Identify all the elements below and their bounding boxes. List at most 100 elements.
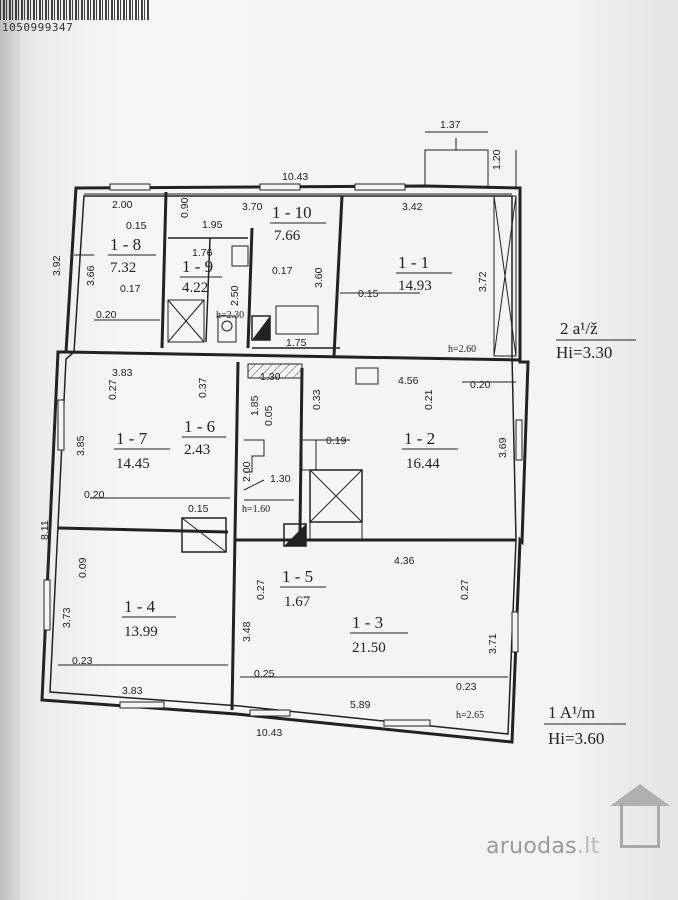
svg-text:0.25: 0.25 (254, 668, 275, 680)
svg-text:2 a¹/ž: 2 a¹/ž (560, 319, 598, 338)
svg-text:0.20: 0.20 (84, 489, 105, 501)
fixtures (167, 245, 379, 553)
svg-text:0.17: 0.17 (272, 265, 293, 277)
svg-text:1 - 3: 1 - 3 (352, 613, 383, 632)
svg-text:Hi=3.60: Hi=3.60 (548, 729, 604, 748)
svg-text:3.83: 3.83 (122, 685, 143, 697)
svg-text:0.90: 0.90 (179, 197, 191, 218)
svg-text:0.27: 0.27 (107, 379, 119, 400)
svg-text:1.37: 1.37 (440, 119, 461, 131)
svg-text:1.85: 1.85 (249, 395, 261, 416)
svg-text:3.69: 3.69 (497, 437, 509, 458)
windows (43, 183, 523, 727)
svg-text:0.23: 0.23 (72, 655, 93, 667)
svg-text:7.32: 7.32 (110, 260, 136, 276)
svg-text:16.44: 16.44 (406, 456, 440, 472)
svg-text:h=2.30: h=2.30 (216, 310, 244, 321)
svg-text:1 - 4: 1 - 4 (124, 597, 156, 616)
svg-text:3.72: 3.72 (477, 271, 489, 292)
outer-walls (40, 184, 530, 744)
svg-text:1.30: 1.30 (270, 473, 291, 485)
svg-text:0.19: 0.19 (326, 435, 347, 447)
porch (424, 131, 517, 188)
svg-text:10.43: 10.43 (256, 727, 282, 739)
svg-text:3.70: 3.70 (242, 201, 263, 213)
svg-text:2.50: 2.50 (229, 285, 241, 306)
svg-text:4.36: 4.36 (394, 555, 415, 567)
svg-text:0.27: 0.27 (459, 579, 471, 600)
svg-text:0.20: 0.20 (96, 309, 117, 321)
svg-text:0.27: 0.27 (255, 579, 267, 600)
svg-text:0.15: 0.15 (358, 288, 379, 300)
svg-text:0.23: 0.23 (456, 681, 477, 693)
svg-text:3.60: 3.60 (313, 267, 325, 288)
room-1-3: 1 - 3 21.50 (350, 613, 408, 656)
room-1-7: 1 - 7 14.45 (114, 429, 170, 472)
svg-text:3.71: 3.71 (487, 633, 499, 654)
document-id: 1050999347 (2, 21, 74, 34)
svg-text:h=2.60: h=2.60 (448, 344, 476, 355)
svg-text:1.95: 1.95 (202, 219, 223, 231)
svg-text:14.93: 14.93 (398, 278, 432, 294)
svg-text:0.09: 0.09 (77, 557, 89, 578)
svg-text:3.66: 3.66 (85, 265, 97, 286)
svg-text:1 - 7: 1 - 7 (116, 429, 148, 448)
svg-text:0.33: 0.33 (311, 389, 323, 410)
svg-text:1 - 9: 1 - 9 (182, 257, 213, 276)
svg-text:1 - 2: 1 - 2 (404, 429, 435, 448)
dimension-texts: 10.43 1.37 1.20 2.00 0.15 3.92 3.66 0.17… (39, 119, 509, 739)
svg-text:21.50: 21.50 (352, 640, 386, 656)
svg-text:1.67: 1.67 (284, 594, 311, 610)
svg-text:1.20: 1.20 (491, 149, 503, 170)
room-1-5: 1 - 5 1.67 (280, 567, 326, 610)
svg-text:2.00: 2.00 (241, 461, 253, 482)
svg-text:8.11: 8.11 (39, 520, 51, 540)
svg-text:0.15: 0.15 (188, 503, 209, 515)
room-1-1: 1 - 1 14.93 (396, 253, 452, 294)
svg-text:3.92: 3.92 (51, 255, 63, 276)
svg-text:4.56: 4.56 (398, 375, 419, 387)
watermark-house-icon (620, 804, 660, 848)
svg-text:0.17: 0.17 (120, 283, 141, 295)
svg-text:13.99: 13.99 (124, 624, 158, 640)
svg-text:1 - 6: 1 - 6 (184, 417, 215, 436)
svg-text:10.43: 10.43 (282, 171, 308, 183)
svg-text:1 - 10: 1 - 10 (272, 203, 312, 222)
svg-text:3.85: 3.85 (75, 435, 87, 456)
svg-text:0.21: 0.21 (423, 389, 435, 410)
svg-text:0.15: 0.15 (126, 220, 147, 232)
svg-text:0.20: 0.20 (470, 379, 491, 391)
svg-text:Hi=3.30: Hi=3.30 (556, 343, 612, 362)
svg-text:1.30: 1.30 (260, 371, 281, 383)
svg-text:2.43: 2.43 (184, 442, 210, 458)
svg-text:3.73: 3.73 (61, 607, 73, 628)
room-1-9: 1 - 9 4.22 (180, 257, 222, 296)
svg-text:4.22: 4.22 (182, 280, 208, 296)
svg-text:3.83: 3.83 (112, 367, 133, 379)
svg-text:1.76: 1.76 (192, 247, 213, 259)
paper-edge (0, 0, 20, 900)
room-1-2: 1 - 2 16.44 (402, 429, 458, 472)
svg-text:1 - 5: 1 - 5 (282, 567, 313, 586)
svg-text:1 - 8: 1 - 8 (110, 235, 141, 254)
room-1-6: 1 - 6 2.43 (182, 417, 226, 458)
barcode (0, 0, 150, 20)
watermark: aruodas.lt (486, 834, 600, 859)
room-1-4: 1 - 4 13.99 (122, 597, 176, 640)
svg-text:0.37: 0.37 (197, 377, 209, 398)
svg-text:3.48: 3.48 (241, 621, 253, 642)
watermark-roof-icon (610, 784, 670, 806)
room-1-10: 1 - 10 7.66 (270, 203, 326, 244)
svg-text:h=1.60: h=1.60 (242, 504, 270, 515)
svg-text:1.75: 1.75 (286, 337, 307, 349)
svg-text:3.42: 3.42 (402, 201, 423, 213)
svg-text:1 A¹/m: 1 A¹/m (548, 703, 595, 722)
svg-text:7.66: 7.66 (274, 228, 301, 244)
floor-note-upper: 2 a¹/ž Hi=3.30 (556, 319, 636, 362)
svg-text:14.45: 14.45 (116, 456, 150, 472)
dimension-lines (58, 193, 516, 678)
room-1-8: 1 - 8 7.32 (108, 235, 156, 276)
svg-text:1 - 1: 1 - 1 (398, 253, 429, 272)
svg-text:0.05: 0.05 (263, 405, 275, 426)
